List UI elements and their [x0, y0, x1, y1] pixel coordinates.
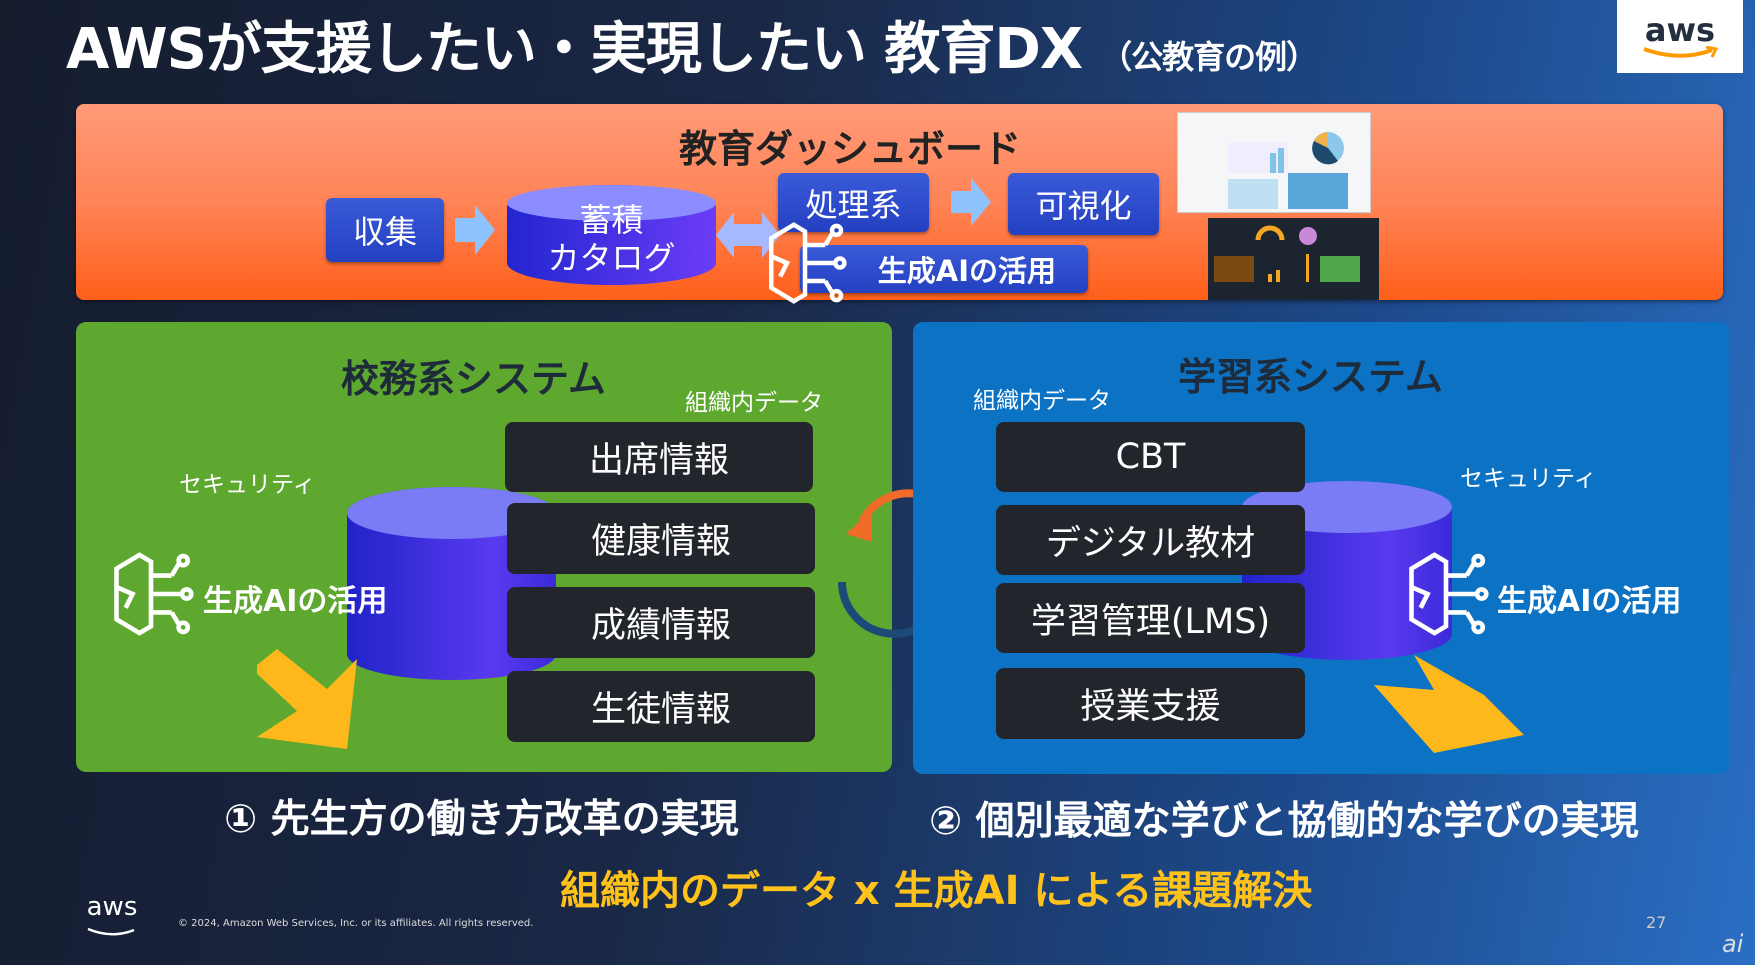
watermark-logo: ai — [1722, 930, 1744, 958]
down-arrow-icon — [1374, 655, 1524, 753]
catalog-label: カタログ — [547, 239, 676, 277]
visualization-box: 可視化 — [1008, 173, 1159, 235]
aws-logo-text: aws — [1644, 10, 1716, 49]
cbt-box: CBT — [996, 422, 1305, 492]
dashboard-screenshot-dark — [1208, 218, 1379, 300]
student-info-box: 生徒情報 — [507, 671, 815, 742]
aws-logo: aws — [1617, 0, 1743, 73]
class-support-box: 授業支援 — [996, 668, 1305, 739]
security-label: セキュリティ — [179, 472, 316, 498]
copyright: © 2024, Amazon Web Services, Inc. or its… — [178, 918, 534, 929]
footer-aws-logo: aws — [86, 892, 138, 943]
storage-label: 蓄積 — [579, 201, 644, 239]
chart-thumbnail — [1214, 225, 1360, 282]
right-arrow-icon — [951, 178, 991, 226]
org-data-label: 組織内データ — [973, 388, 1111, 414]
footer-logo-text: aws — [86, 892, 138, 922]
smile-arrow-icon — [87, 927, 135, 936]
title-text: AWSが支援したい・実現したい 教育DX — [66, 17, 1083, 82]
collect-box: 収集 — [326, 198, 444, 262]
processing-box: 処理系 — [778, 173, 929, 232]
brain-circuit-icon — [114, 552, 194, 636]
dashboard-title: 教育ダッシュボード — [678, 127, 1021, 171]
chart-thumbnail — [1228, 132, 1348, 209]
org-data-label: 組織内データ — [685, 390, 823, 416]
title-suffix: （公教育の例） — [1100, 38, 1318, 76]
down-arrow-icon — [257, 649, 357, 749]
storage-cylinder: 蓄積カタログ — [507, 185, 716, 285]
page-number: 27 — [1646, 913, 1667, 932]
brain-circuit-icon — [1409, 552, 1489, 636]
genai-label: 生成AIの活用 — [203, 584, 388, 619]
dashboard-screenshot-light — [1177, 112, 1371, 213]
attendance-info-box: 出席情報 — [505, 422, 813, 492]
health-info-box: 健康情報 — [507, 503, 815, 574]
slide-title: AWSが支援したい・実現したい 教育DX （公教育の例） — [66, 4, 1318, 85]
school-affairs-title: 校務系システム — [341, 357, 606, 401]
tagline: 組織内のデータ x 生成AI による課題解決 — [560, 868, 1313, 914]
security-label: セキュリティ — [1460, 466, 1597, 492]
double-arrow-icon — [716, 212, 780, 258]
learning-title: 学習系システム — [1178, 355, 1443, 399]
genai-pill: 生成AIの活用 — [800, 245, 1088, 293]
lms-box: 学習管理(LMS) — [996, 583, 1305, 653]
goal-1: ① 先生方の働き方改革の実現 — [224, 797, 739, 842]
right-arrow-icon — [455, 205, 495, 255]
grades-info-box: 成績情報 — [507, 587, 815, 658]
smile-arrow-icon — [1643, 45, 1719, 58]
digital-materials-box: デジタル教材 — [996, 505, 1305, 575]
goal-2: ② 個別最適な学びと協働的な学びの実現 — [929, 799, 1639, 844]
genai-label: 生成AIの活用 — [1497, 584, 1682, 619]
brain-circuit-icon — [769, 222, 847, 304]
